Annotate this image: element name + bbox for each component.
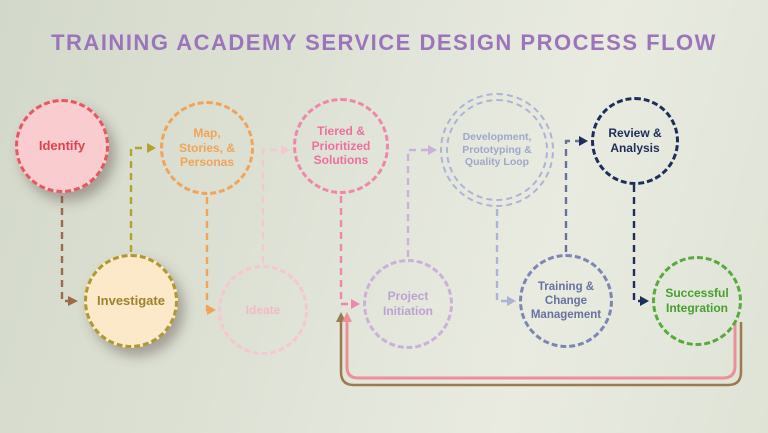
connector-identify-investigate [60,196,78,306]
connector-ideate-tiered [261,145,290,263]
node-project-initiation: Project Initiation [363,259,453,349]
node-development-prototyping-quality-loop: Development, Prototyping & Quality Loop [440,93,554,207]
node-successful-integration: Successful Integration [652,256,742,346]
connector-development-training [495,209,516,306]
node-map-stories-personas: Map, Stories, & Personas [160,101,254,195]
node-project-initiation-label: Project Initiation [383,289,433,318]
connector-tiered-project [339,196,360,309]
node-identify-label: Identify [38,138,86,154]
node-review-analysis-label: Review & Analysis [608,126,662,155]
node-ideate-label: Ideate [245,302,281,317]
connector-investigate-map [129,143,156,252]
node-review-analysis: Review & Analysis [591,97,679,185]
node-ideate: Ideate [218,265,308,355]
connector-review-successful [632,185,649,306]
node-tiered-prioritized-solutions: Tiered & Prioritized Solutions [293,98,389,194]
node-map-stories-personas-label: Map, Stories, & Personas [178,126,235,170]
connector-map-ideate [205,197,216,315]
node-tiered-prioritized-solutions-label: Tiered & Prioritized Solutions [311,124,371,168]
page-title: TRAINING ACADEMY SERVICE DESIGN PROCESS … [51,30,717,55]
node-investigate: Investigate [84,254,178,348]
node-identify: Identify [15,99,109,193]
node-training-change-management: Training & Change Management [519,254,613,348]
inner-ring [446,99,548,201]
connector-training-review [564,136,588,252]
connector-project-development [406,145,437,257]
node-successful-integration-label: Successful Integration [665,286,729,315]
node-investigate-label: Investigate [97,293,165,309]
node-training-change-management-label: Training & Change Management [530,280,602,321]
